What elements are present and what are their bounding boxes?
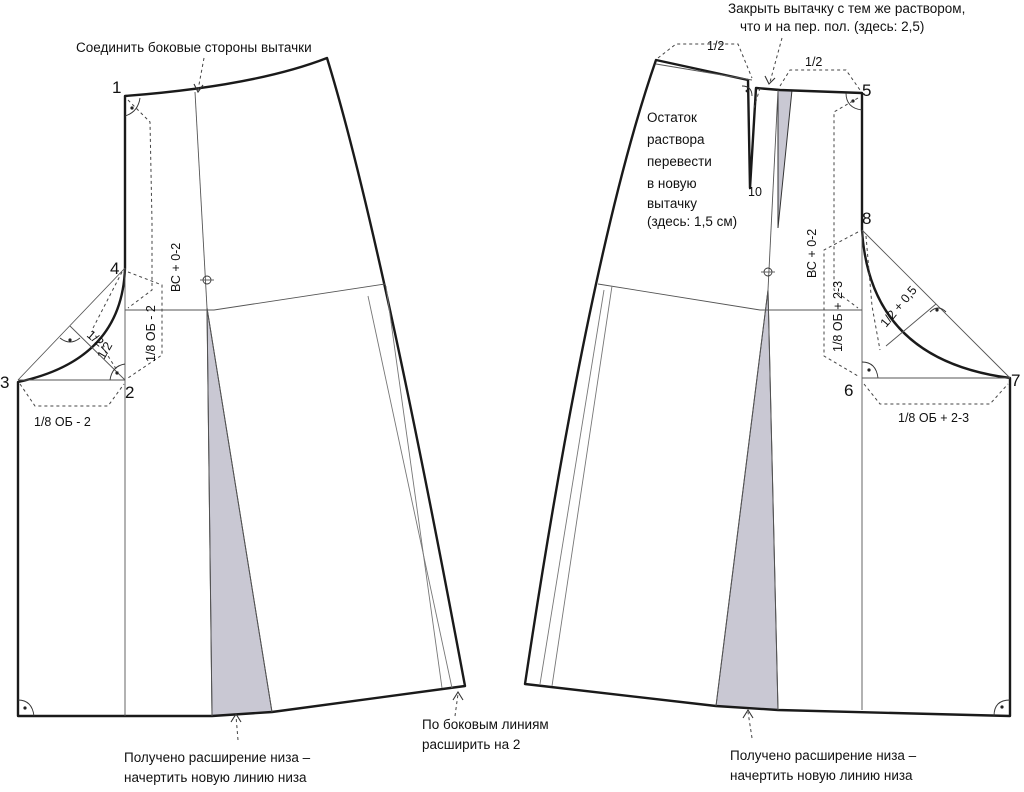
dim-back-vertical: ВС + 0-2 bbox=[805, 229, 819, 278]
back-dart-wide bbox=[715, 289, 769, 707]
front-dim-diagonal bbox=[91, 271, 123, 373]
point-5: 5 bbox=[862, 81, 871, 100]
back-flare-wedge bbox=[715, 289, 779, 711]
note-remainder-5: вытачку bbox=[647, 196, 697, 211]
front-old-side-seam bbox=[385, 285, 443, 689]
back-dim-diagonal bbox=[865, 235, 881, 351]
note-join-dart-sides: Соединить боковые стороны вытачки bbox=[76, 40, 312, 55]
back-dim-horizontal bbox=[863, 383, 1009, 405]
back-dim-crotch-vertical bbox=[823, 231, 859, 377]
back-right-angle-1 bbox=[845, 92, 863, 111]
note-close-dart-2: что и на пер. пол. (здесь: 2,5) bbox=[740, 19, 924, 34]
point-4: 4 bbox=[110, 259, 119, 278]
back-right-angle-2 bbox=[861, 361, 879, 379]
back-dart-right-angle-dot bbox=[745, 89, 749, 93]
note-hem-right-2: начертить новую линию низа bbox=[730, 768, 913, 783]
point-3: 3 bbox=[0, 373, 9, 392]
back-right-angle-dot-3 bbox=[1000, 705, 1004, 709]
note-hem-right-1: Получено расширение низа – bbox=[730, 748, 917, 763]
pointer-join-dart-arrow bbox=[193, 83, 204, 94]
point-1: 1 bbox=[112, 78, 121, 97]
pointer-hem-right bbox=[747, 711, 753, 739]
pointer-close-dart-arrow bbox=[764, 75, 776, 85]
front-dart-line-b bbox=[206, 307, 213, 717]
back-right-angle-dot-4 bbox=[935, 308, 939, 312]
note-remainder-4: в новую bbox=[647, 176, 697, 191]
back-old-side-seam bbox=[539, 289, 605, 685]
point-10: 10 bbox=[748, 185, 762, 199]
pointer-hem-left-arrow bbox=[230, 712, 242, 723]
back-new-side-seam bbox=[551, 285, 613, 687]
front-hip-line bbox=[125, 283, 386, 311]
front-crotch-bisector bbox=[69, 325, 126, 381]
pointer-hem-right-arrow bbox=[742, 708, 754, 719]
note-close-dart-1: Закрыть вытачку с тем же раствором, bbox=[728, 1, 965, 16]
back-dart-right-angle bbox=[741, 85, 753, 97]
note-side-lines-1: По боковым линиям bbox=[422, 717, 549, 732]
note-remainder-2: раствора bbox=[647, 132, 705, 147]
back-dart-line-a bbox=[767, 89, 779, 291]
back-dim-top-b bbox=[779, 69, 861, 91]
back-dim-vertical bbox=[833, 97, 859, 309]
dim-back-horizontal: 1/8 ОБ + 2-3 bbox=[898, 411, 969, 425]
back-outline bbox=[523, 58, 1012, 718]
back-hip-line bbox=[597, 283, 862, 311]
front-right-angle-3 bbox=[17, 699, 35, 717]
back-crotch-bisector bbox=[885, 303, 937, 347]
back-right-angle-dot-2 bbox=[867, 368, 871, 372]
front-dart-wide bbox=[206, 307, 273, 713]
front-dim-crotch-vertical bbox=[127, 271, 163, 379]
pointer-side-lines bbox=[454, 693, 459, 717]
back-piece bbox=[523, 43, 1012, 718]
dim-back-top-half-b: 1/2 bbox=[805, 55, 822, 69]
front-dim-vertical bbox=[127, 99, 153, 309]
note-side-lines-2: расширить на 2 bbox=[422, 737, 520, 752]
back-dart-closed bbox=[777, 89, 793, 229]
note-hem-left-1: Получено расширение низа – bbox=[124, 750, 311, 765]
dim-front-crotch-vertical: 1/8 ОБ - 2 bbox=[144, 305, 158, 362]
front-crotch-triangle bbox=[17, 267, 126, 381]
front-dart-line-a bbox=[194, 91, 208, 309]
front-right-angle-dot-1 bbox=[130, 106, 134, 110]
note-remainder-1: Остаток bbox=[647, 110, 697, 125]
back-dim-top-a bbox=[657, 43, 753, 79]
front-right-angle-1 bbox=[124, 97, 141, 117]
point-8: 8 bbox=[862, 209, 871, 228]
note-remainder-3: перевести bbox=[647, 154, 712, 169]
back-dart-line-b bbox=[767, 289, 779, 711]
front-right-angle-dot-4 bbox=[68, 338, 72, 342]
front-outline bbox=[16, 56, 467, 718]
pointer-side-lines-arrow bbox=[452, 690, 464, 701]
dim-front-horizontal: 1/8 ОБ - 2 bbox=[34, 415, 91, 429]
front-dim-horizontal bbox=[19, 383, 125, 407]
front-right-angle-dot-3 bbox=[23, 706, 27, 710]
front-right-angle-2 bbox=[109, 363, 126, 381]
back-right-angle-3 bbox=[993, 699, 1011, 717]
front-new-side-seam bbox=[367, 295, 453, 689]
point-2: 2 bbox=[125, 383, 134, 402]
dim-front-vertical: ВС + 0-2 bbox=[169, 243, 183, 292]
back-right-angle-4 bbox=[929, 307, 947, 313]
pointer-close-dart bbox=[769, 37, 783, 83]
back-waist-old bbox=[655, 63, 753, 81]
note-hem-left-2: начертить новую линию низа bbox=[124, 770, 307, 785]
pointer-hem-left bbox=[235, 715, 239, 741]
dim-back-crotch-vertical: 1/8 ОБ + 2-3 bbox=[831, 281, 845, 352]
point-6: 6 bbox=[844, 381, 853, 400]
note-remainder: Остаток раствора перевести в новую вытач… bbox=[647, 110, 737, 229]
dim-back-top-half-a: 1/2 bbox=[707, 39, 724, 53]
front-right-angle-4 bbox=[59, 337, 81, 343]
front-piece bbox=[16, 56, 467, 718]
front-right-angle-dot-2 bbox=[115, 371, 119, 375]
point-7: 7 bbox=[1011, 371, 1020, 390]
note-remainder-6: (здесь: 1,5 см) bbox=[647, 214, 737, 229]
